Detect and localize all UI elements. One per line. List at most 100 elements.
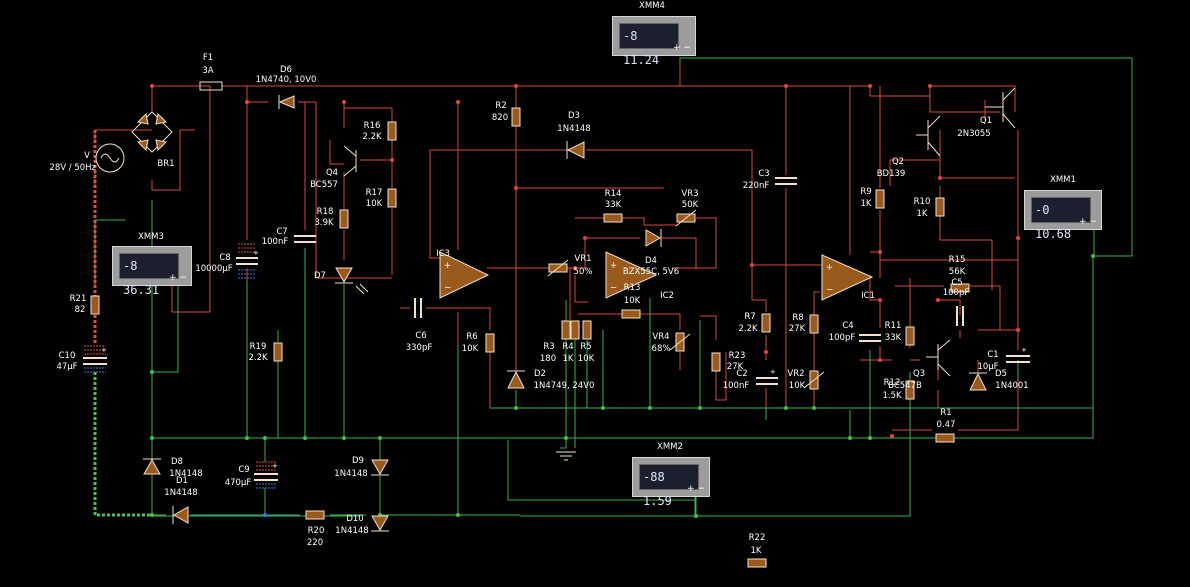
d3-ref-label: D3 (568, 111, 580, 121)
opamp-ic3[interactable]: +− (439, 251, 490, 299)
resistor-r4[interactable] (570, 320, 580, 340)
capacitor-c3[interactable] (775, 177, 797, 185)
xmm1-terminals: + − (1079, 217, 1097, 227)
diode-d5[interactable] (969, 372, 987, 391)
led-d7[interactable] (335, 267, 369, 295)
resistor-r1[interactable] (935, 433, 955, 443)
q4-value-label: BC557 (310, 180, 338, 190)
resistor-r20[interactable] (305, 510, 325, 520)
transistor-q4[interactable] (343, 145, 357, 177)
r15-value-label: 56K (949, 267, 966, 277)
diode-d1[interactable] (172, 506, 189, 524)
multimeter-xmm3[interactable]: -8 36.31 + − (112, 246, 192, 297)
r18-ref-label: R18 (317, 207, 334, 217)
multimeter-xmm2[interactable]: -88 1.59 + − (632, 457, 710, 508)
resistor-r17[interactable] (387, 188, 397, 208)
svg-text:−: − (610, 283, 617, 293)
resistor-r8[interactable] (809, 314, 819, 334)
c3-ref-label: C3 (758, 169, 769, 179)
q3-value-label: BC547B (888, 381, 922, 391)
diode-d6[interactable] (278, 95, 295, 109)
resistor-r2[interactable] (511, 107, 521, 127)
capacitor-c5[interactable] (956, 306, 964, 326)
resistor-r6[interactable] (485, 333, 495, 353)
resistor-r18[interactable] (339, 209, 349, 229)
resistor-r14[interactable] (603, 213, 623, 223)
capacitor-c6[interactable] (414, 298, 422, 318)
resistor-r13[interactable] (621, 309, 641, 319)
diode-d3[interactable] (566, 141, 585, 159)
c9-ref-label: C9 (238, 465, 249, 475)
r5-value-label: 10K (578, 354, 595, 364)
potentiometer-vr3[interactable] (675, 209, 697, 227)
potentiometer-vr2[interactable] (803, 370, 825, 390)
c7-value-label: 100nF (262, 237, 289, 247)
svg-text:+: + (1021, 346, 1027, 354)
capacitor-c9[interactable]: + (254, 461, 278, 489)
diode-d9[interactable] (371, 459, 389, 476)
vr3-ref-label: VR3 (681, 189, 698, 199)
opamp-ic2[interactable]: +− (605, 251, 658, 299)
xmm1-title: XMM1 (1050, 175, 1076, 185)
resistor-r10[interactable] (935, 197, 945, 217)
resistor-r16[interactable] (387, 121, 397, 141)
xmm3-display: -8 36.31 (119, 253, 179, 297)
capacitor-c8[interactable]: + (236, 242, 259, 279)
vr3-value-label: 50K (682, 200, 699, 210)
resistor-r19[interactable] (273, 342, 283, 362)
c6-ref-label: C6 (415, 331, 426, 341)
diode-d10[interactable] (371, 515, 389, 532)
v-value-label: 28V / 50Hz (49, 163, 96, 173)
transistor-q3[interactable] (926, 339, 951, 377)
resistor-r5[interactable] (582, 320, 592, 340)
d4-value-label: BZX55C, 5V6 (623, 267, 679, 277)
c2-ref-label: C2 (736, 369, 747, 379)
r13-ref-label: R13 (624, 283, 641, 293)
ac-source-v[interactable] (95, 143, 125, 173)
multimeter-xmm4[interactable]: -8 11.24 + − (612, 16, 696, 67)
diode-d4[interactable] (645, 229, 662, 247)
resistor-r9[interactable] (875, 189, 885, 209)
r21-value-label: 82 (75, 305, 86, 315)
xmm4-title: XMM4 (639, 1, 665, 11)
f1-value-label: 3A (202, 66, 213, 76)
r11-value-label: 33K (885, 333, 902, 343)
diode-d8[interactable] (143, 458, 161, 475)
capacitor-c1[interactable]: + (1006, 346, 1030, 363)
diode-d2[interactable] (507, 370, 525, 389)
bridge-br1[interactable] (131, 111, 173, 153)
capacitor-c2[interactable]: + (756, 368, 778, 385)
q2-value-label: BD139 (877, 169, 906, 179)
resistor-r22[interactable] (747, 558, 767, 568)
resistor-r21[interactable] (90, 295, 100, 315)
multimeter-xmm1[interactable]: -0 10.68 + − (1024, 190, 1102, 241)
d2-value-label: 1N4749, 24V0 (534, 381, 595, 391)
fuse-f1[interactable] (199, 81, 223, 91)
potentiometer-vr1[interactable] (547, 259, 569, 277)
r23-ref-label: R23 (729, 351, 746, 361)
opamp-ic1[interactable]: +− (821, 254, 874, 301)
vr1-ref-label: VR1 (574, 254, 591, 264)
capacitor-c4[interactable] (859, 334, 881, 342)
capacitor-c7[interactable] (294, 235, 316, 243)
r14-value-label: 33K (605, 200, 622, 210)
c1-ref-label: C1 (987, 350, 998, 360)
resistor-r11[interactable] (905, 326, 915, 346)
potentiometer-vr4[interactable] (669, 332, 691, 352)
d3-value-label: 1N4148 (557, 124, 590, 134)
capacitor-c10[interactable]: + (83, 345, 107, 373)
resistor-r12[interactable] (905, 380, 915, 400)
transistor-q1[interactable] (985, 87, 1016, 129)
q1-ref-label: Q1 (980, 116, 992, 126)
r22-ref-label: R22 (749, 533, 766, 543)
r16-value-label: 2.2K (362, 132, 382, 142)
resistor-r3[interactable] (561, 320, 571, 340)
r14-ref-label: R14 (605, 189, 622, 199)
resistors (90, 107, 970, 568)
resistor-r15[interactable] (950, 283, 970, 293)
r2-ref-label: R2 (495, 101, 506, 111)
resistor-r23[interactable] (711, 352, 721, 372)
transistor-q2[interactable] (916, 115, 941, 157)
resistor-r7[interactable] (761, 313, 771, 333)
